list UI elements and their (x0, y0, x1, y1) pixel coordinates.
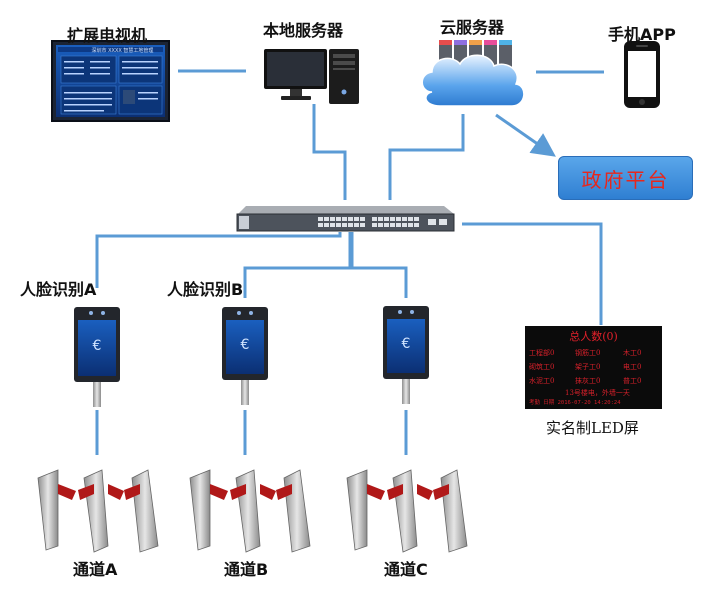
local-server-icon (264, 49, 359, 104)
line-switch-face-a (95, 232, 342, 288)
gov-platform-box: 政府平台 (558, 156, 693, 200)
tv-icon (51, 40, 170, 122)
line-cloud-gov (495, 113, 556, 157)
svg-text:€: € (93, 338, 102, 354)
turnstile-gate-a-icon (37, 469, 159, 553)
line-switch-face-b (243, 232, 354, 298)
face-a-label: 人脸识别A (20, 280, 97, 299)
phone-icon (624, 41, 660, 108)
led-cell: 木工0 (623, 349, 642, 357)
local-server-label: 本地服务器 (263, 21, 344, 40)
svg-text:€: € (241, 337, 250, 353)
tv-label: 扩展电视机 (67, 26, 148, 45)
channel-b-label: 通道B (224, 560, 269, 579)
led-screen-label: 实名制LED屏 (546, 419, 639, 437)
led-cell: 架子工0 (575, 363, 601, 371)
channel-a-label: 通道A (73, 560, 118, 579)
led-cell: 砌筑工0 (529, 363, 555, 371)
led-screen: 总人数(0) 工程部0 钢筋工0 木工0 砌筑工0 架子工0 电工0 水泥工0 … (525, 326, 662, 409)
led-cell: 工程部0 (529, 349, 555, 357)
turnstile-gate-c-icon (346, 469, 468, 553)
svg-text:€: € (402, 336, 411, 352)
face-terminal-b-icon: € (222, 307, 268, 405)
cloud-server-label: 云服务器 (440, 18, 505, 37)
connection-lines (95, 69, 604, 455)
led-cell: 普工0 (623, 377, 642, 385)
led-cell: 水泥工0 (529, 377, 555, 385)
led-footer: 考勤 日期 2016-07-20 14:20:24 (529, 400, 621, 406)
face-terminal-c-icon: € (383, 306, 429, 404)
network-switch-icon (236, 206, 455, 232)
face-terminal-a-icon: € (74, 307, 120, 407)
led-cell: 电工0 (623, 363, 642, 371)
led-cell: 钢筋工0 (575, 349, 601, 357)
tv-screen-title: 深圳市 XXXX 智慧工地管理 (91, 48, 154, 54)
face-b-label: 人脸识别B (167, 280, 244, 299)
line-switch-led (462, 222, 603, 325)
turnstile-gate-b-icon (189, 469, 311, 553)
line-server-switch (312, 104, 347, 200)
phone-app-label: 手机APP (608, 25, 676, 44)
cloud-server-icon (421, 40, 525, 107)
channel-c-label: 通道C (384, 560, 428, 579)
led-note: 13号楼电，外墙一天 (565, 389, 630, 397)
led-title: 总人数(0) (569, 330, 618, 343)
led-cell: 抹灰工0 (575, 377, 601, 385)
line-switch-face-c (348, 232, 408, 298)
gov-platform-label: 政府平台 (581, 167, 670, 192)
line-cloud-switch (388, 114, 465, 200)
